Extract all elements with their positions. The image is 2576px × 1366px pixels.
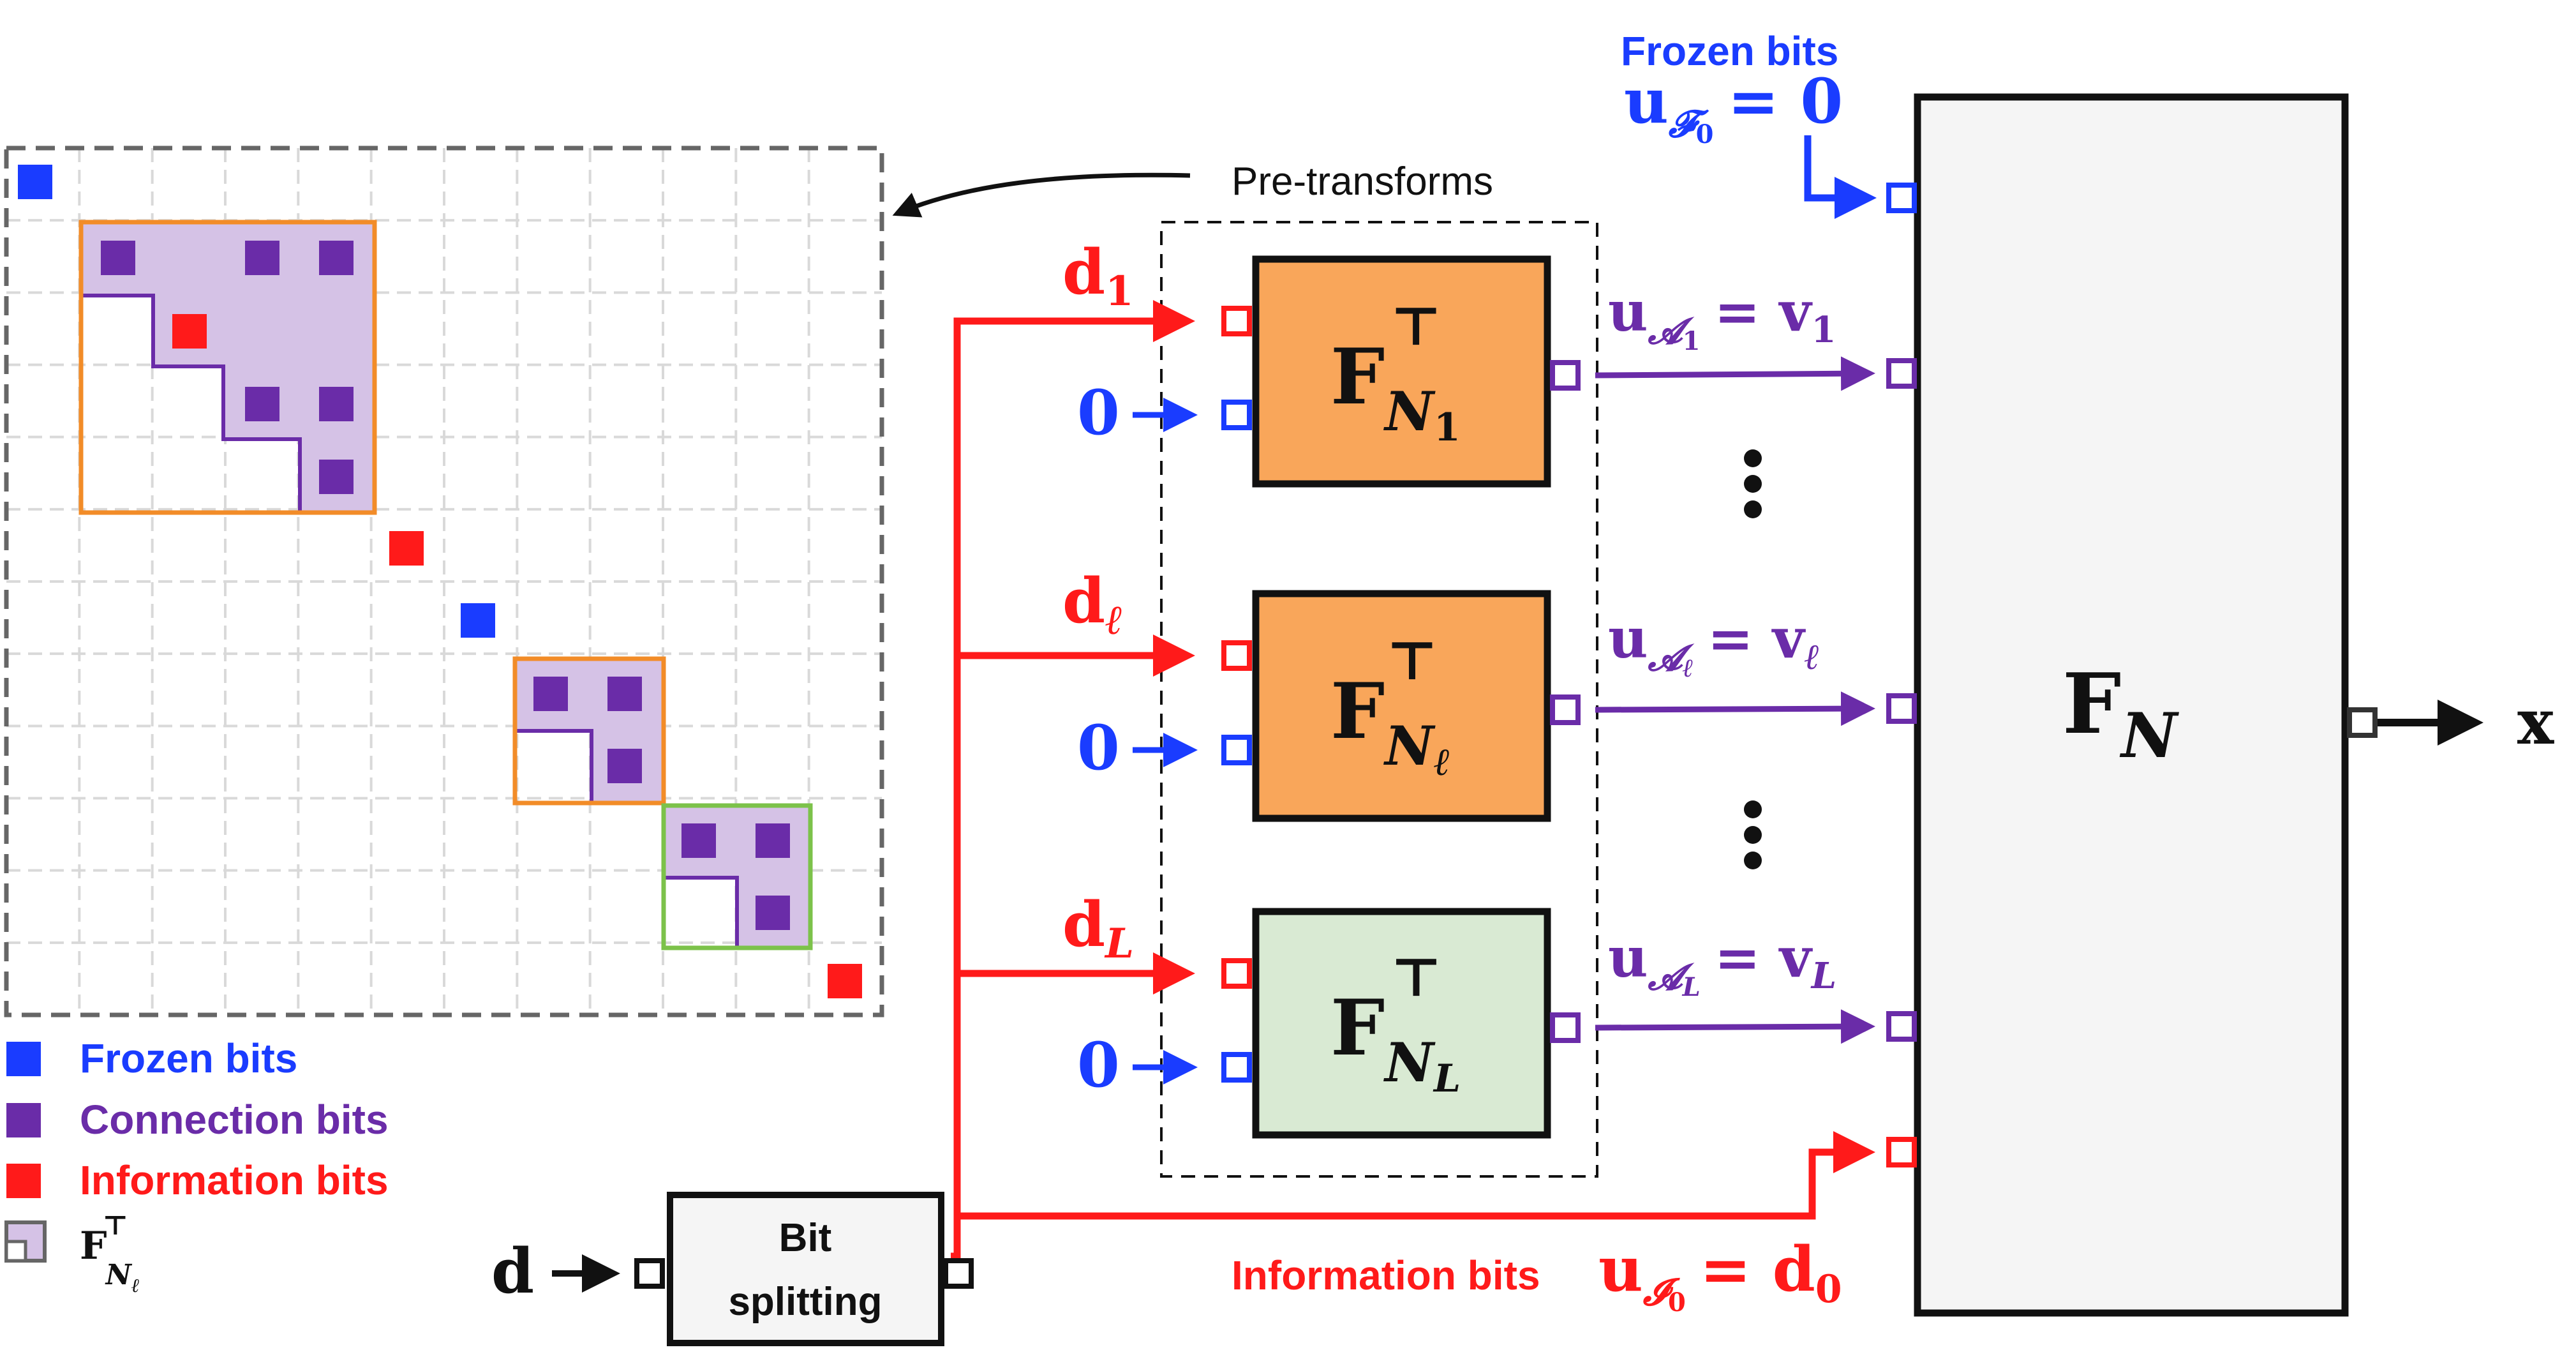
branch-L-input-label: dL <box>1062 889 1134 968</box>
pre-transforms-pointer-arrow <box>892 172 1191 218</box>
input-port-icon <box>1886 183 1917 213</box>
branch-1-zero-label: 0 <box>1077 377 1120 449</box>
frozen-bits-top-label: Frozen bits <box>1621 28 1838 74</box>
vertical-ellipsis-icon <box>1744 800 1762 869</box>
input-port-icon <box>1221 735 1252 765</box>
output-port-icon <box>2347 707 2378 738</box>
block-1-matrix-label: FN1⊤ <box>1330 294 1461 450</box>
connection-bit-square <box>681 823 716 858</box>
legend-connection-label: Connection bits <box>80 1097 389 1143</box>
matrix-panel <box>4 146 884 1017</box>
connection-bit-square <box>607 677 642 711</box>
information-bit-square <box>828 964 862 998</box>
input-port-icon <box>1221 400 1252 430</box>
connection-bit-square <box>607 749 642 783</box>
connection-bit-square <box>319 460 354 494</box>
branch-L-output-label: u𝓐L= vL <box>1608 926 1836 1002</box>
frozen-wires <box>1133 135 1877 1085</box>
pretransform-block-1 <box>1252 255 1551 488</box>
input-port-icon <box>634 1258 665 1289</box>
connection-bit-square <box>245 241 279 275</box>
connection-bit-square <box>319 241 354 275</box>
input-port-icon <box>1221 958 1252 989</box>
pretransform-block-L <box>1252 908 1551 1139</box>
output-port-icon <box>1550 1012 1581 1043</box>
output-port-icon <box>1550 694 1581 725</box>
information-bit-square <box>389 531 424 566</box>
branch-l-output-label: u𝓐ℓ= vℓ <box>1608 606 1820 683</box>
connection-bit-square <box>101 241 135 275</box>
branch-l-zero-label: 0 <box>1077 712 1120 784</box>
block-L-matrix-label: FNL⊤ <box>1330 945 1461 1101</box>
legend-frozen-label: Frozen bits <box>80 1035 297 1081</box>
connection-bit-square <box>245 387 279 421</box>
pre-transforms-box <box>1160 221 1598 1178</box>
bit-splitting-block <box>667 1192 944 1346</box>
pre-transforms-label: Pre-transforms <box>1232 160 1493 204</box>
legend-swatch-icon <box>6 1103 41 1137</box>
branch-1-input-label: d1 <box>1062 236 1134 315</box>
branch-L-zero-label: 0 <box>1077 1029 1120 1101</box>
bit-splitting-label-line2: splitting <box>728 1280 882 1324</box>
bit-splitting-label-line1: Bit <box>779 1216 832 1260</box>
information-bits-bottom-label: Information bits <box>1232 1252 1540 1298</box>
input-port-icon <box>1886 1011 1917 1042</box>
legend-information-label: Information bits <box>80 1157 389 1203</box>
input-port-icon <box>1221 1052 1252 1083</box>
input-port-icon <box>1886 693 1917 724</box>
vertical-ellipsis-icon <box>1744 449 1762 518</box>
block-l-matrix-label: FNℓ⊤ <box>1330 629 1450 784</box>
legend-swatch-icon <box>6 1042 41 1076</box>
main-transform-block <box>1914 93 2349 1317</box>
matrix-block-1-border <box>78 220 377 515</box>
branch-1-output-label: u𝓐1= v1 <box>1608 280 1836 356</box>
matrix-block-3-border <box>661 803 813 950</box>
output-port-icon <box>943 1258 974 1289</box>
u-F0-equation: u𝓕0= 0 <box>1624 65 1843 149</box>
legend: Frozen bits Connection bits Information … <box>4 1035 389 1297</box>
input-port-icon <box>1886 1137 1917 1167</box>
frozen-bit-square <box>461 603 495 638</box>
matrix-block-2-border <box>512 656 666 806</box>
input-port-icon <box>1221 306 1252 336</box>
legend-swatch-icon <box>4 1220 47 1263</box>
information-bit-square <box>172 314 207 349</box>
connection-bit-square <box>756 823 790 858</box>
input-port-icon <box>1886 358 1917 389</box>
output-x-label: x <box>2517 686 2554 758</box>
branch-l-input-label: dℓ <box>1062 565 1122 644</box>
connection-bit-square <box>533 677 568 711</box>
ports <box>1221 183 2378 1167</box>
u-I0-equation: u𝓘0= d0 <box>1598 1233 1842 1317</box>
legend-swatch-icon <box>6 1164 41 1198</box>
frozen-bit-square <box>18 165 52 199</box>
output-port-icon <box>1550 360 1581 391</box>
main-block-label: FN <box>2062 655 2179 772</box>
input-d-label: d <box>491 1235 534 1307</box>
connection-wires <box>1595 356 1875 1044</box>
information-wires <box>951 300 1875 1260</box>
connection-bit-square <box>756 896 790 930</box>
matrix-outer-border <box>4 146 884 1017</box>
connection-bit-square <box>319 387 354 421</box>
pretransform-block-l <box>1252 590 1551 822</box>
input-port-icon <box>1221 640 1252 671</box>
